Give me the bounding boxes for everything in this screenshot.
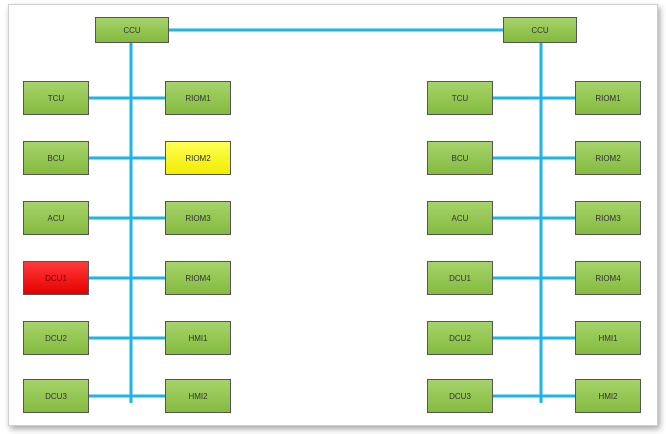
left-node-riom4-label: RIOM4: [185, 273, 211, 283]
right-node-bcu-label: BCU: [451, 153, 469, 163]
right-node-riom2: RIOM2: [575, 141, 641, 175]
right-node-dcu1: DCU1: [427, 261, 493, 295]
left-node-riom1: RIOM1: [165, 81, 231, 115]
left-node-riom4: RIOM4: [165, 261, 231, 295]
right-node-bcu: BCU: [427, 141, 493, 175]
right-node-dcu2-label: DCU2: [449, 333, 471, 343]
right-node-riom3-label: RIOM3: [595, 213, 621, 223]
left-node-bcu-label: BCU: [47, 153, 65, 163]
right-node-dcu3-label: DCU3: [449, 391, 471, 401]
left-ccu-node-label: CCU: [123, 25, 141, 35]
left-node-dcu3-label: DCU3: [45, 391, 67, 401]
bus-wiring: [89, 28, 575, 403]
left-node-riom2-label: RIOM2: [185, 153, 211, 163]
right-ccu-node: CCU: [503, 17, 577, 43]
right-node-hmi1: HMI1: [575, 321, 641, 355]
left-node-hmi2-label: HMI2: [188, 391, 208, 401]
left-node-riom1-label: RIOM1: [185, 93, 211, 103]
left-node-dcu2: DCU2: [23, 321, 89, 355]
left-node-bcu: BCU: [23, 141, 89, 175]
right-node-riom4-label: RIOM4: [595, 273, 621, 283]
left-node-riom2: RIOM2: [165, 141, 231, 175]
right-node-hmi2-label: HMI2: [598, 391, 618, 401]
left-node-acu: ACU: [23, 201, 89, 235]
right-node-dcu2: DCU2: [427, 321, 493, 355]
right-node-tcu-label: TCU: [451, 93, 469, 103]
left-node-riom3-label: RIOM3: [185, 213, 211, 223]
left-ccu-node: CCU: [95, 17, 169, 43]
right-node-hmi2: HMI2: [575, 379, 641, 413]
right-node-dcu1-label: DCU1: [449, 273, 471, 283]
left-node-acu-label: ACU: [47, 213, 65, 223]
right-node-riom2-label: RIOM2: [595, 153, 621, 163]
left-node-hmi2: HMI2: [165, 379, 231, 413]
right-node-riom3: RIOM3: [575, 201, 641, 235]
right-node-hmi1-label: HMI1: [598, 333, 618, 343]
left-node-tcu: TCU: [23, 81, 89, 115]
left-node-dcu1: DCU1: [23, 261, 89, 295]
left-node-dcu1-label: DCU1: [45, 273, 67, 283]
left-node-hmi1: HMI1: [165, 321, 231, 355]
right-ccu-node-label: CCU: [531, 25, 549, 35]
right-node-tcu: TCU: [427, 81, 493, 115]
left-node-hmi1-label: HMI1: [188, 333, 208, 343]
right-node-riom1-label: RIOM1: [595, 93, 621, 103]
right-node-riom1: RIOM1: [575, 81, 641, 115]
left-node-dcu2-label: DCU2: [45, 333, 67, 343]
left-node-dcu3: DCU3: [23, 379, 89, 413]
right-node-acu-label: ACU: [451, 213, 469, 223]
right-node-dcu3: DCU3: [427, 379, 493, 413]
right-node-acu: ACU: [427, 201, 493, 235]
left-node-tcu-label: TCU: [47, 93, 65, 103]
left-node-riom3: RIOM3: [165, 201, 231, 235]
right-node-riom4: RIOM4: [575, 261, 641, 295]
